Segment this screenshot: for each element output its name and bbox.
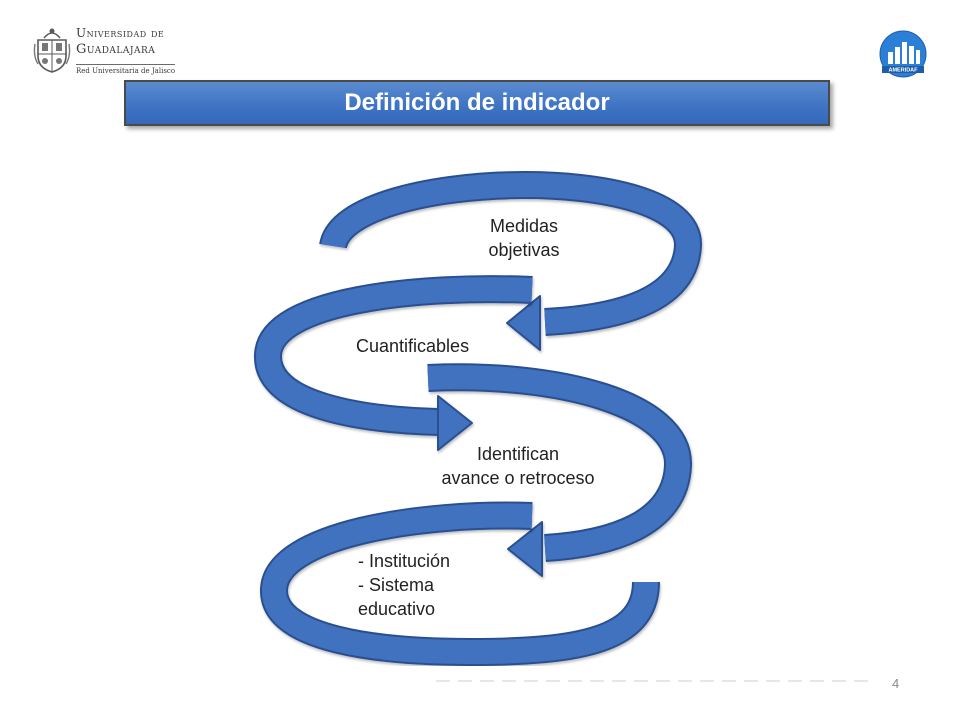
title-bar: Definición de indicador	[124, 80, 830, 126]
step-label-4-line-1: - Institución	[358, 551, 451, 571]
step-label-3-line-1: Identifican	[476, 444, 560, 464]
university-name-line2: Guadalajara	[76, 42, 156, 57]
university-name: Universidad de Guadalajara Red Universit…	[76, 26, 196, 77]
university-seal-icon	[33, 28, 71, 73]
university-logo: Universidad de Guadalajara Red Universit…	[32, 26, 192, 78]
arrow-3	[427, 363, 692, 577]
step-label-2: Cuantificables	[356, 334, 516, 358]
step-label-4-line-2: - Sistema	[358, 575, 435, 595]
page-number: 4	[892, 676, 900, 691]
arrow-2	[254, 275, 533, 451]
step-label-3: Identifican avance o retroceso	[410, 442, 626, 490]
step-label-1-line-1: Medidas	[489, 216, 559, 236]
ameridaf-logo-text: AMERIDAF	[888, 68, 918, 74]
ameridaf-logo-icon: AMERIDAF	[879, 30, 927, 78]
step-label-4: - Institución - Sistema educativo	[358, 549, 508, 621]
step-label-1-line-2: objetivas	[488, 240, 560, 260]
university-network-line: Red Universitaria de Jalisco	[76, 64, 176, 76]
arrow-1	[319, 171, 703, 351]
page-title: Definición de indicador	[344, 89, 610, 116]
arrow-4	[259, 501, 660, 667]
step-label-3-line-2: avance o retroceso	[441, 468, 595, 488]
step-label-2-line-1: Cuantificables	[356, 336, 470, 356]
step-label-1: Medidas objetivas	[454, 214, 594, 262]
step-label-4-line-3: educativo	[358, 599, 436, 619]
footer-divider	[436, 680, 876, 682]
university-name-line1: Universidad de	[76, 26, 165, 40]
